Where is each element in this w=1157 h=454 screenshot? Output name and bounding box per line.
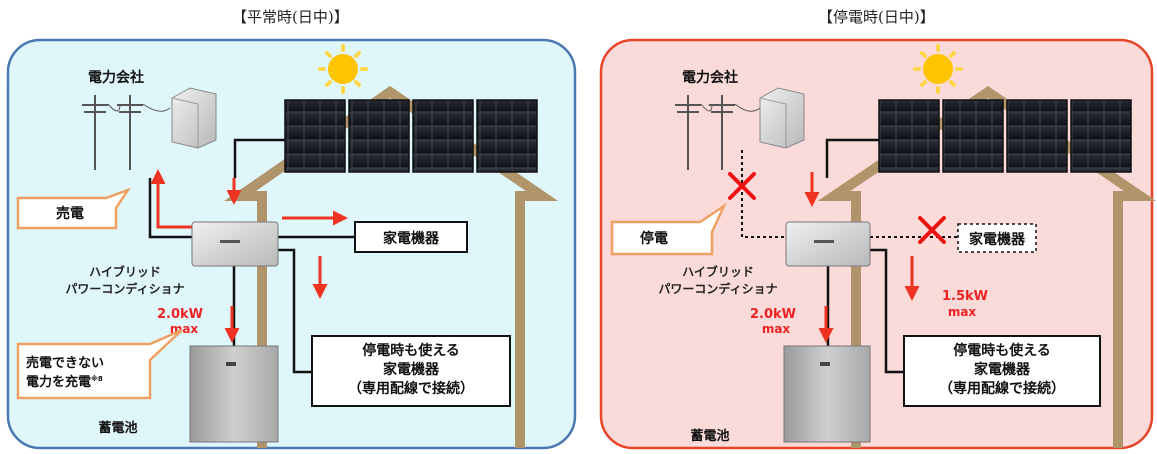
- outage-callout: 停電: [610, 202, 727, 256]
- backup-line3: （専用配線で接続）: [348, 380, 474, 397]
- solar-panel-array: [878, 99, 1132, 173]
- inverter-label-line2: パワーコンディショナ: [658, 281, 777, 296]
- charge-note-line2: 電力を充電※8: [26, 374, 103, 390]
- backup-line2: 家電機器: [974, 361, 1031, 378]
- backup-appliance-box: 停電時も使える 家電機器 （専用配線で接続）: [311, 335, 511, 407]
- power-rating-unit: max: [762, 322, 791, 336]
- power-company-label: 電力会社: [88, 69, 144, 86]
- right-panel: 電力会社: [599, 38, 1157, 450]
- sun-icon: [913, 44, 963, 94]
- backup-power-rating-unit: max: [948, 305, 977, 319]
- flow-arrows: [150, 169, 348, 343]
- inverter-label-line2: パワーコンディショナ: [65, 281, 184, 296]
- left-panel: 電力会社 ハイブリッド パワーコンディショナ: [6, 38, 577, 450]
- utility-pole-icon: [675, 95, 761, 170]
- appliance-label: 家電機器: [969, 231, 1026, 248]
- right-panel-title: 【停電時(日中)】: [818, 8, 935, 26]
- power-rating-value: 2.0kW: [157, 307, 203, 322]
- meter-box-icon: [759, 87, 805, 149]
- charge-note-line1: 売電できない: [26, 355, 104, 371]
- backup-power-rating-value: 1.5kW: [942, 289, 988, 304]
- charge-callout: 売電できない 電力を充電※8: [16, 328, 183, 400]
- flow-arrows: [804, 172, 920, 343]
- appliance-box: 家電機器: [957, 223, 1037, 253]
- sell-callout: 売電: [16, 187, 132, 230]
- battery-icon: [189, 345, 279, 443]
- house-outline: [224, 85, 559, 448]
- left-panel-title: 【平常時(日中)】: [232, 8, 349, 26]
- sun-icon: [318, 44, 368, 94]
- inverter-label-line1: ハイブリッド: [682, 264, 754, 279]
- backup-line3: （専用配線で接続）: [939, 380, 1065, 397]
- inverter-label-line1: ハイブリッド: [89, 264, 161, 279]
- house-outline: [817, 85, 1157, 448]
- wiring: [148, 138, 355, 374]
- backup-line1: 停電時も使える: [362, 342, 460, 359]
- appliance-label: 家電機器: [383, 230, 440, 247]
- hybrid-inverter-icon: [191, 221, 279, 267]
- solar-panel-array: [284, 99, 538, 173]
- power-company-label: 電力会社: [682, 69, 738, 86]
- power-rating-value: 2.0kW: [750, 307, 796, 322]
- utility-pole-icon: [82, 95, 171, 170]
- appliance-cross-icon: [918, 216, 946, 244]
- hybrid-inverter-icon: [785, 221, 871, 267]
- grid-cross-icon: [728, 172, 756, 200]
- outage-label: 停電: [640, 230, 668, 247]
- appliance-box: 家電機器: [354, 221, 468, 253]
- battery-label: 蓄電池: [690, 428, 729, 444]
- disconnected-wiring: [741, 150, 958, 238]
- sell-label: 売電: [56, 205, 84, 222]
- backup-line2: 家電機器: [383, 361, 440, 378]
- backup-line1: 停電時も使える: [953, 342, 1051, 359]
- meter-box-icon: [171, 87, 217, 149]
- backup-appliance-box: 停電時も使える 家電機器 （専用配線で接続）: [903, 335, 1101, 407]
- battery-icon: [783, 345, 871, 443]
- battery-label: 蓄電池: [98, 420, 137, 436]
